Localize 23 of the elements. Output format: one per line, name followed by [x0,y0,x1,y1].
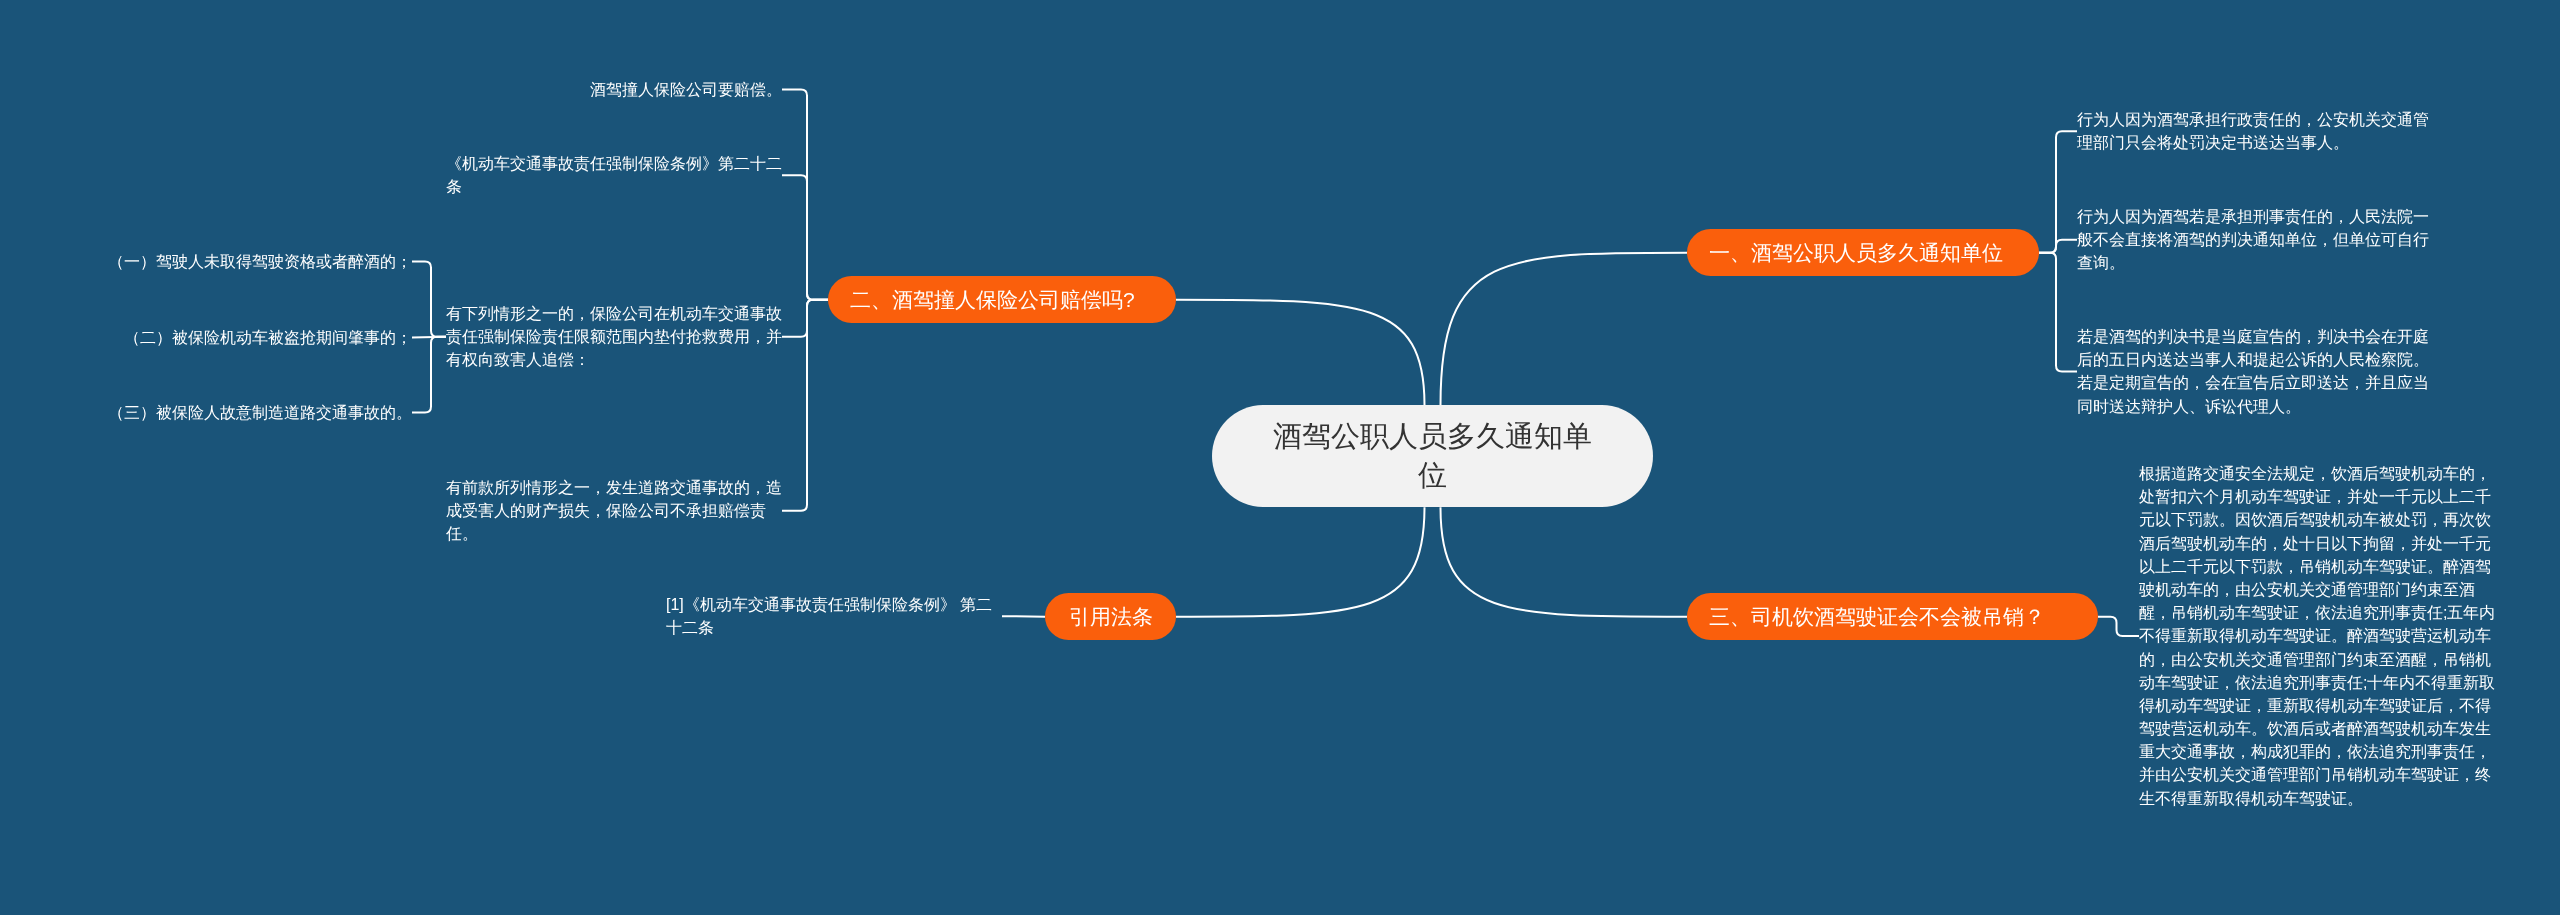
note-text: 行为人因为酒驾承担行政责任的，公安机关交通管理部门只会将处罚决定书送达当事人。 [2077,108,2439,155]
note-text: （三）被保险人故意制造道路交通事故的。 [70,401,412,425]
connector-line [1001,615,1046,618]
connector-line [2097,615,2140,637]
note-text: 行为人因为酒驾若是承担刑事责任的，人民法院一般不会直接将酒驾的判决通知单位，但单位可自行查询。 [2077,205,2439,275]
note-text: （一）驾驶人未取得驾驶资格或者醉酒的； [70,250,412,274]
note-text: 有前款所列情形之一，发生道路交通事故的，造成受害人的财产损失，保险公司不承担赔偿责任。 [446,476,782,546]
note-text: [1]《机动车交通事故责任强制保险条例》 第二十二条 [666,593,1002,640]
note-text: 《机动车交通事故责任强制保险条例》第二十二条 [446,152,782,199]
topic-pill: 二、酒驾撞人保险公司赔偿吗? [828,276,1176,324]
note-text: 根据道路交通安全法规定，饮酒后驾驶机动车的，处暂扣六个月机动车驾驶证，并处一千元以上二千元以下罚款。因饮酒后驾驶机动车被处罚，再次饮酒后驾驶机动车的，处十日以下拘留，并处一千元以上二千元以下罚款，吊销机动车驾驶证。醉酒驾驶机动车的，由公安机关交通管理部门约束至酒醒，吊销机动车驾驶证，依法追究刑事责任;五年内不得重新取得机动车驾驶证。醉酒驾驶营运机动车的，由公安机关交通管理部门约束至酒醒，吊销机动车驾驶证，依法追究刑事责任;十年内不得重新取得机动车驾驶证，重新取得机动车驾驶证后，不得驾驶营运机动车。饮酒后或者醉酒驾驶机动车发生重大交通事故，构成犯罪的，依法追究刑事责任，并由公安机关交通管理部门吊销机动车驾驶证，终生不得重新取得机动车驾驶证。 [2139,462,2501,810]
connector-line [1175,298,1426,406]
note-text: （二）被保险机动车被盗抢期间肇事的； [70,326,412,350]
note-text: 有下列情形之一的，保险公司在机动车交通事故责任强制保险责任限额范围内垫付抢救费用，并有权向致害人追偿： [446,302,782,372]
topic-pill: 一、酒驾公职人员多久通知单位 [1687,229,2039,277]
central-topic-pill: 酒驾公职人员多久通知单位 [1212,405,1653,508]
topic-pill: 引用法条 [1045,593,1176,641]
connector-line [1439,251,1688,406]
note-text: 酒驾撞人保险公司要赔偿。 [520,78,782,102]
connector-line [1175,506,1426,618]
topic-pill: 三、司机饮酒驾驶证会不会被吊销？ [1687,593,2098,641]
connector-line [1439,506,1688,618]
note-text: 若是酒驾的判决书是当庭宣告的，判决书会在开庭后的五日内送达当事人和提起公诉的人民检察院。若是定期宣告的，会在宣告后立即送达，并且应当同时送达辩护人、诉讼代理人。 [2077,325,2439,418]
